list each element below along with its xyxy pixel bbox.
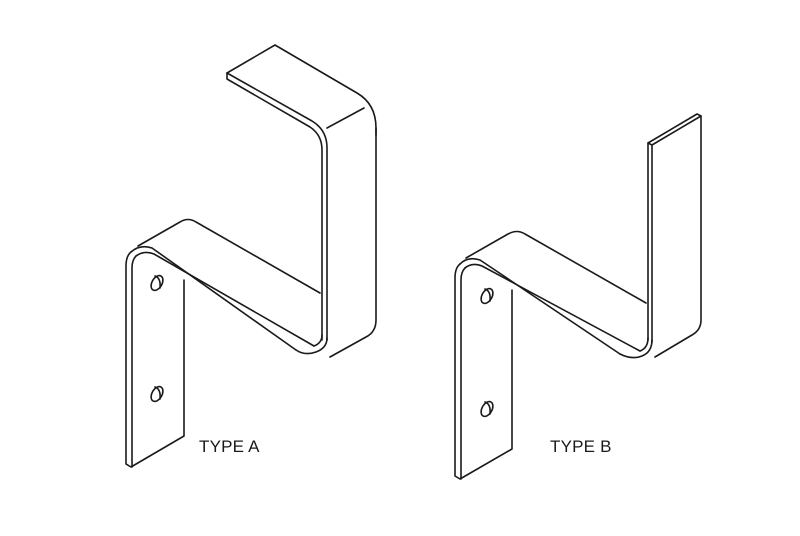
type-a-arm [137,218,321,294]
type-b-hole-lower [480,400,494,418]
label-type-b: TYPE B [550,437,612,456]
type-a-hole-upper [150,274,164,292]
type-a-hole-lower [150,385,164,403]
type-b-riser-top [647,113,702,146]
type-b-arm [465,230,647,304]
bracket-type-a [125,44,377,468]
type-a-top-flange-edge [226,72,323,341]
type-b-hole-upper [480,287,494,305]
type-a-riser [329,127,377,358]
type-a-top-flange [226,44,377,136]
type-a-mounting-leg [125,251,185,468]
type-b-mounting-leg [454,263,513,480]
type-b-riser [654,115,702,358]
label-type-a: TYPE A [199,437,260,456]
bracket-type-b [454,113,702,480]
